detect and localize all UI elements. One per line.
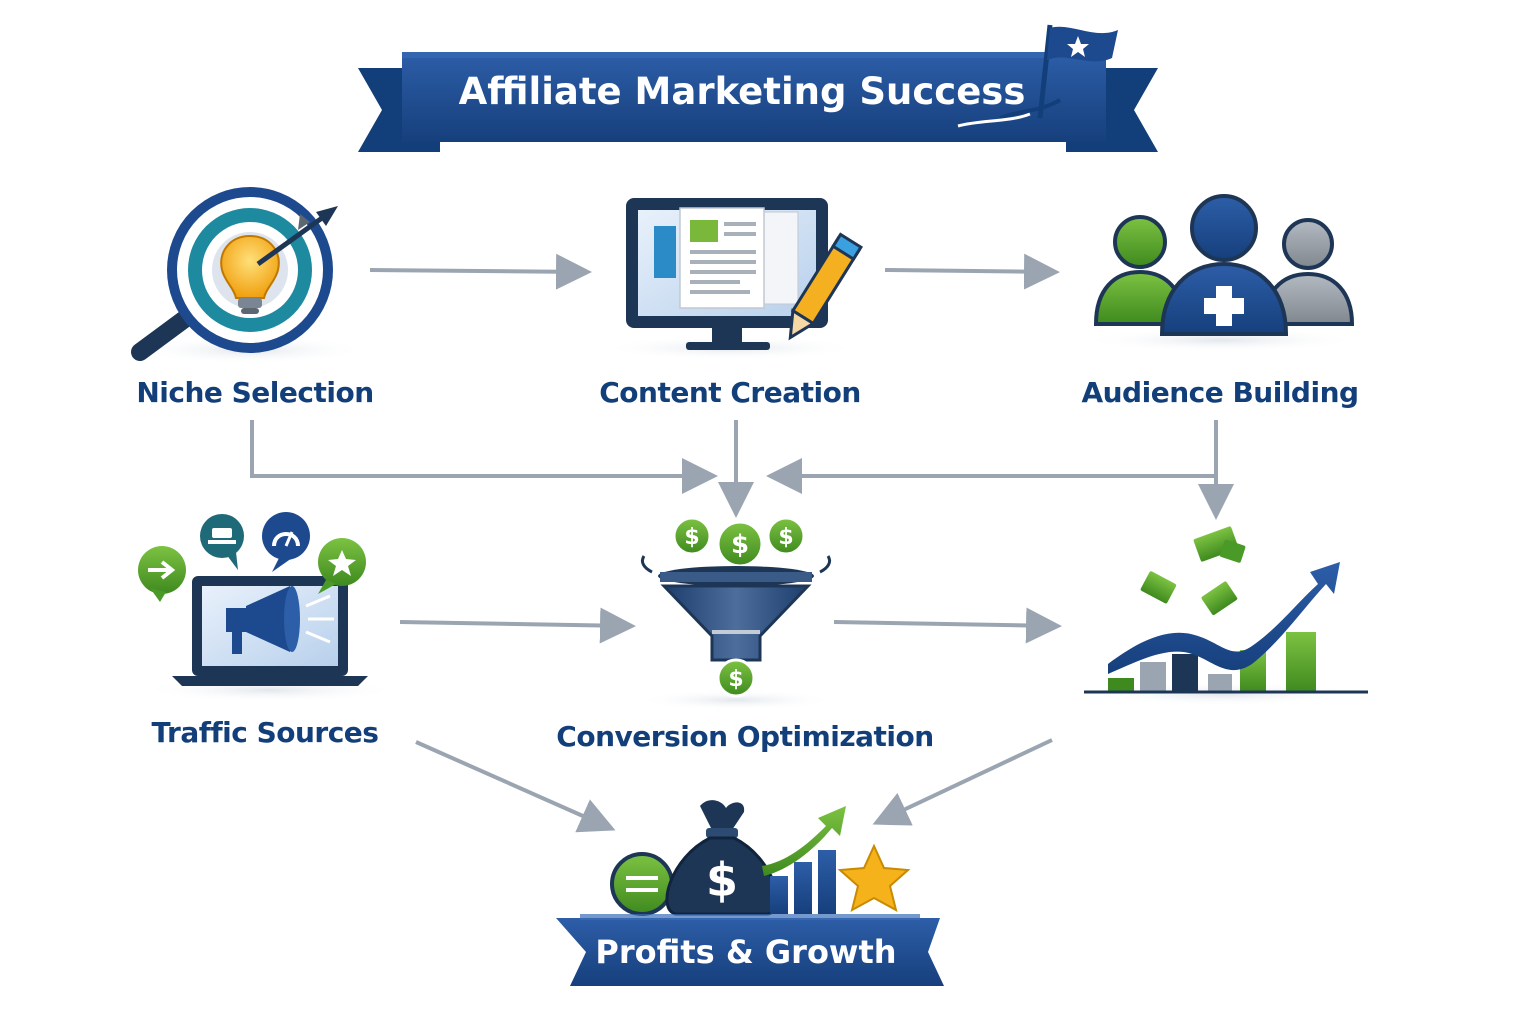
flow-arrows: [250, 253, 1234, 833]
step-label-content-creation: Content Creation: [599, 376, 861, 409]
step-label-niche-selection: Niche Selection: [136, 376, 374, 409]
step-label-traffic-sources: Traffic Sources: [151, 716, 379, 749]
dollar-coin-icon: $: [766, 516, 806, 556]
banner-body: [402, 52, 1106, 142]
target-lightbulb-magnifier-icon: [130, 187, 370, 364]
people-group-icon: [1082, 194, 1362, 352]
step-label-audience-building: Audience Building: [1081, 376, 1359, 409]
speed-bubble-icon: [262, 512, 310, 572]
arrow-traffic-to-funnel: [399, 607, 636, 644]
dollar-coin-icon: $: [716, 658, 756, 698]
growth-bars-icon: [762, 806, 846, 914]
sales-funnel-icon: $ $ $ $: [636, 516, 836, 710]
dollar-coin-icon: $: [716, 520, 764, 568]
coin-stack-icon: [610, 852, 674, 916]
rising-chart-money-icon: [1084, 526, 1368, 706]
page-title: Affiliate Marketing Success: [458, 70, 1026, 113]
star-icon: [837, 843, 911, 912]
svg-text:$: $: [684, 525, 699, 550]
monitor-document-pencil-icon: [600, 198, 863, 360]
dollar-coin-icon: $: [672, 516, 712, 556]
arrow-funnel-to-chart: [833, 607, 1062, 644]
svg-text:$: $: [706, 853, 738, 907]
svg-text:$: $: [778, 525, 793, 550]
laptop-megaphone-icon: [138, 512, 400, 702]
arrow-niche-to-funnel: [250, 420, 718, 494]
money-bag-icon: $: [665, 800, 779, 916]
chat-bubble-icon: [200, 514, 244, 570]
arrow-audience-to-funnel: [766, 420, 1218, 494]
title-banner: [358, 24, 1158, 152]
cash-note-icon: [1140, 526, 1246, 616]
flag-icon: [957, 24, 1118, 128]
step-label-conversion-optimization: Conversion Optimization: [556, 720, 934, 753]
profits-banner: [556, 914, 944, 986]
arrow-traffic-to-profits: [415, 740, 616, 833]
arrow-chart-to-profits: [872, 738, 1053, 826]
star-bubble-icon: [318, 538, 366, 594]
svg-text:$: $: [728, 667, 743, 692]
arrow-bubble-icon: [138, 546, 186, 602]
svg-text:$: $: [731, 530, 749, 560]
money-bag-chart-star-icon: $: [610, 800, 911, 916]
arrow-content-to-audience: [884, 253, 1060, 290]
result-label-profits-growth: Profits & Growth: [595, 933, 897, 971]
arrow-niche-to-content: [369, 253, 592, 290]
